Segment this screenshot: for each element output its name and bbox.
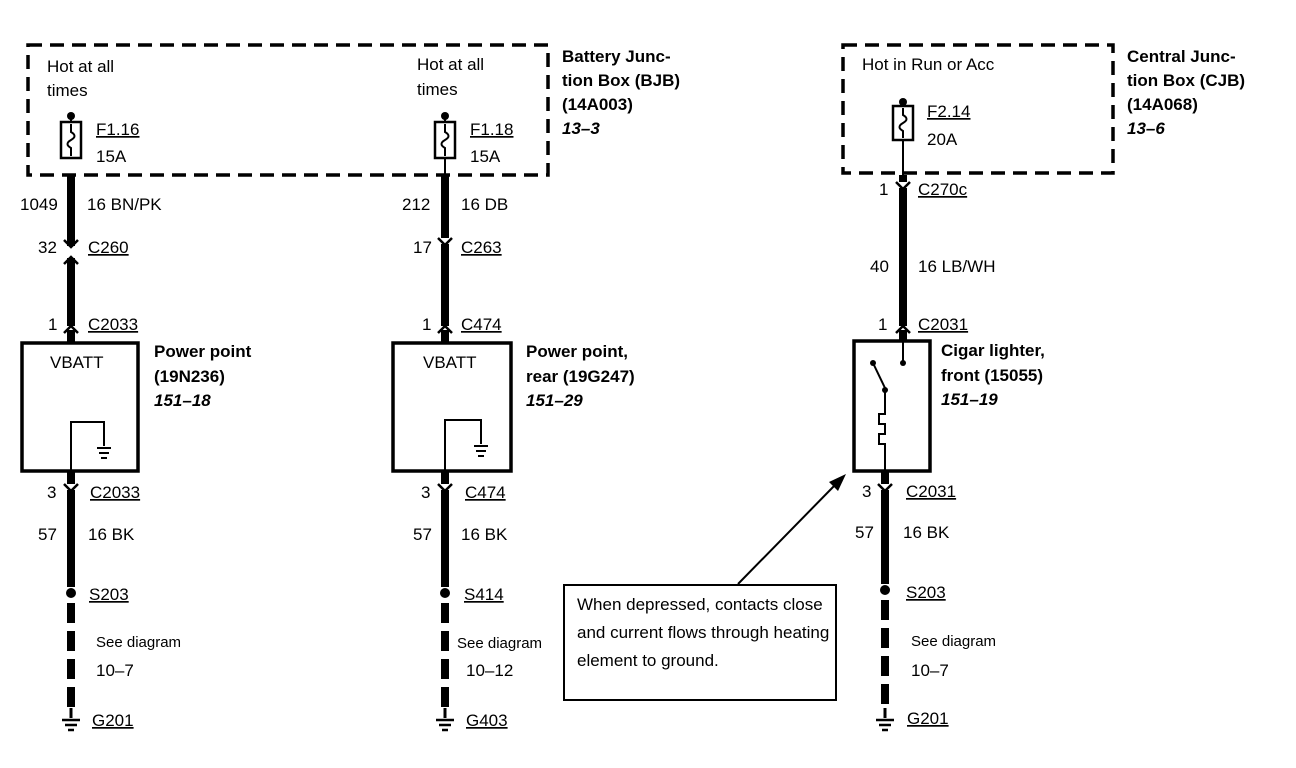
- c3-cc-name: C2031: [906, 482, 956, 501]
- fuse1-amp: 15A: [96, 147, 127, 166]
- cjb-ref: 13–6: [1127, 119, 1165, 138]
- c3-cc-pin: 3: [862, 482, 871, 501]
- c2-label-1: Power point,: [526, 342, 628, 361]
- c3-wire-top-spec: 16 LB/WH: [918, 257, 995, 276]
- fuse-icon: [59, 112, 83, 160]
- c2-vbatt: VBATT: [423, 353, 477, 372]
- fuse2-hot-1: Hot at all: [417, 55, 484, 74]
- callout-note-text: When depressed, contacts close and curre…: [577, 595, 830, 670]
- ground-icon: [436, 708, 454, 732]
- c1-cb-pin: 1: [48, 315, 57, 334]
- wire-circuit2-bottom: [437, 471, 453, 708]
- fuse1-id: F1.16: [96, 120, 139, 139]
- c1-ref: 151–18: [154, 391, 211, 410]
- c3-ground: G201: [907, 709, 949, 728]
- c2-ca-pin: 17: [413, 238, 432, 257]
- c3-wire-top-circuit: 40: [870, 257, 889, 276]
- cigar-lighter-box: [852, 339, 932, 473]
- note-arrow: [737, 474, 846, 585]
- ground-icon: [62, 708, 80, 732]
- c3-ca-pin: 1: [879, 180, 888, 199]
- c1-see-2: 10–7: [96, 661, 134, 680]
- cjb-label-3: (14A068): [1127, 95, 1198, 114]
- c1-cb-name: C2033: [88, 315, 138, 334]
- fuse1-hot-2: times: [47, 81, 88, 100]
- bjb-label-3: (14A003): [562, 95, 633, 114]
- ground-icon: [70, 421, 111, 471]
- c1-splice: S203: [89, 585, 129, 604]
- c3-ref: 151–19: [941, 390, 998, 409]
- c3-splice: S203: [906, 583, 946, 602]
- c2-splice: S414: [464, 585, 504, 604]
- bjb-ref: 13–3: [562, 119, 600, 138]
- c2-cb-pin: 1: [422, 315, 431, 334]
- bjb-dashed-box: [26, 43, 550, 177]
- bjb-label-1: Battery Junc-: [562, 47, 671, 66]
- cjb-label-1: Central Junc-: [1127, 47, 1236, 66]
- c2-cc-pin: 3: [421, 483, 430, 502]
- c3-label-2: front (15055): [941, 366, 1043, 385]
- fuse1-hot-1: Hot at all: [47, 57, 114, 76]
- c2-wire-top-circuit: 212: [402, 195, 430, 214]
- c2-see-2: 10–12: [466, 661, 513, 680]
- c1-wire-top-circuit: 1049: [20, 195, 58, 214]
- wire-circuit3-bottom: [877, 471, 893, 708]
- wire-circuit1-top: [63, 175, 79, 343]
- power-point-front-box: [20, 341, 140, 473]
- fuse-icon: [433, 112, 457, 160]
- c2-cb-name: C474: [461, 315, 502, 334]
- c2-label-2: rear (19G247): [526, 367, 635, 386]
- c3-cb-pin: 1: [878, 315, 887, 334]
- c1-cc-pin: 3: [47, 483, 56, 502]
- c1-label-1: Power point: [154, 342, 252, 361]
- c1-vbatt: VBATT: [50, 353, 104, 372]
- c1-see-1: See diagram: [96, 634, 181, 651]
- c2-see-1: See diagram: [457, 635, 542, 652]
- c3-label-1: Cigar lighter,: [941, 341, 1045, 360]
- c1-wire-bottom-spec: 16 BK: [88, 525, 135, 544]
- ground-icon: [444, 419, 488, 471]
- c1-ca-name: C260: [88, 238, 129, 257]
- c1-label-2: (19N236): [154, 367, 225, 386]
- c3-see-2: 10–7: [911, 661, 949, 680]
- c2-ref: 151–29: [526, 391, 583, 410]
- c1-cc-name: C2033: [90, 483, 140, 502]
- callout-note-box: When depressed, contacts close and curre…: [563, 584, 837, 701]
- c1-wire-bottom-circuit: 57: [38, 525, 57, 544]
- fuse2-amp: 15A: [470, 147, 501, 166]
- cjb-hot: Hot in Run or Acc: [862, 55, 995, 74]
- power-point-rear-box: [391, 341, 513, 473]
- cjb-fuse-id: F2.14: [927, 102, 970, 121]
- cjb-label-2: tion Box (CJB): [1127, 71, 1245, 90]
- c2-wire-bottom-spec: 16 BK: [461, 525, 508, 544]
- wire-circuit3-top: [895, 175, 911, 341]
- c3-wire-bottom-spec: 16 BK: [903, 523, 950, 542]
- wire-circuit1-bottom: [63, 471, 79, 708]
- c1-ca-pin: 32: [38, 238, 57, 257]
- c3-cb-name: C2031: [918, 315, 968, 334]
- c1-ground: G201: [92, 711, 134, 730]
- fuse2-hot-2: times: [417, 80, 458, 99]
- c3-ca-name: C270c: [918, 180, 968, 199]
- cjb-fuse-amp: 20A: [927, 130, 958, 149]
- ground-icon: [876, 708, 894, 732]
- c3-see-1: See diagram: [911, 633, 996, 650]
- fuse2-id: F1.18: [470, 120, 513, 139]
- c2-ca-name: C263: [461, 238, 502, 257]
- c2-ground: G403: [466, 711, 508, 730]
- c2-cc-name: C474: [465, 483, 506, 502]
- c2-wire-top-spec: 16 DB: [461, 195, 508, 214]
- bjb-label-2: tion Box (BJB): [562, 71, 680, 90]
- c2-wire-bottom-circuit: 57: [413, 525, 432, 544]
- fuse-icon: [891, 98, 915, 175]
- switch-heating-element-icon: [870, 341, 906, 471]
- c3-wire-bottom-circuit: 57: [855, 523, 874, 542]
- cjb-dashed-box: [841, 43, 1115, 175]
- wire-circuit2-top: [437, 158, 453, 343]
- c1-wire-top-spec: 16 BN/PK: [87, 195, 162, 214]
